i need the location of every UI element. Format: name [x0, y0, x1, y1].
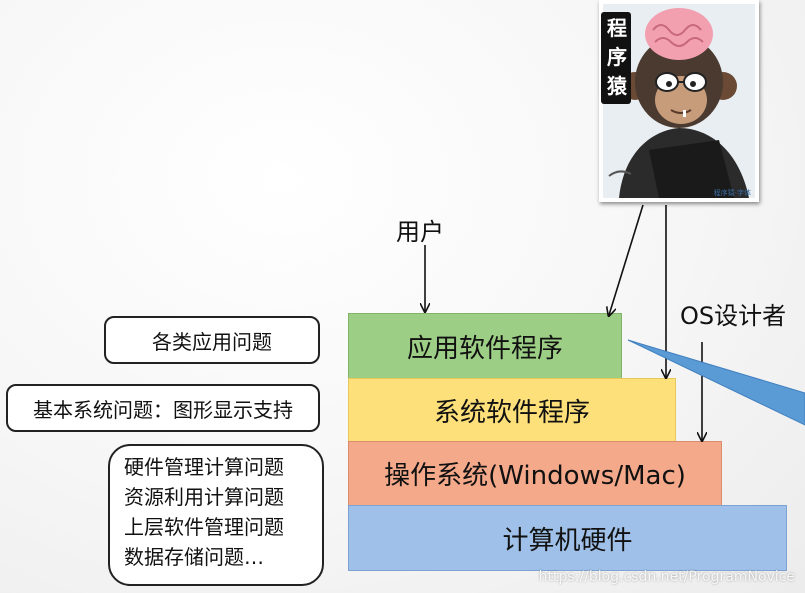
badge-char: 序	[607, 45, 627, 69]
badge-char: 猿	[607, 74, 627, 98]
os-issue-item: 数据存储问题…	[124, 545, 264, 569]
layer-os: 操作系统(Windows/Mac)	[348, 441, 722, 506]
layer-system-software: 系统软件程序	[348, 378, 676, 442]
system-issues-text: 基本系统问题：图形显示支持	[33, 397, 293, 422]
layer-application-label: 应用软件程序	[406, 333, 563, 364]
layer-os-label: 操作系统(Windows/Mac)	[384, 461, 686, 491]
os-issue-item: 硬件管理计算问题	[124, 455, 284, 479]
monkey-illustration	[601, 4, 755, 198]
app-issues-box: 各类应用问题	[104, 316, 320, 364]
programmer-badge: 程 序 猿	[605, 14, 629, 101]
system-issues-box: 基本系统问题：图形显示支持	[6, 384, 320, 432]
app-issues-text: 各类应用问题	[152, 329, 272, 354]
os-issue-item: 资源利用计算问题	[124, 485, 284, 509]
badge-char: 程	[607, 16, 627, 40]
layer-system-software-label: 系统软件程序	[433, 397, 590, 428]
photo-caption: 程序猿·字体	[713, 189, 751, 197]
programmer-to-app-arrow	[609, 204, 644, 315]
blue-callout-wedge	[627, 339, 805, 426]
os-issue-item: 上层软件管理问题	[124, 515, 284, 539]
programmer-monkey-photo: 程 序 猿 程序猿·字体	[599, 0, 759, 202]
layer-hardware-label: 计算机硬件	[502, 525, 633, 556]
layer-application: 应用软件程序	[348, 313, 622, 379]
os-issues-box: 硬件管理计算问题 资源利用计算问题 上层软件管理问题 数据存储问题…	[108, 444, 324, 586]
watermark: https://blog.csdn.net/ProgramNovice	[538, 569, 795, 585]
layer-hardware: 计算机硬件	[348, 505, 787, 571]
user-label: 用户	[396, 218, 444, 246]
os-designer-label: OS设计者	[680, 302, 787, 330]
